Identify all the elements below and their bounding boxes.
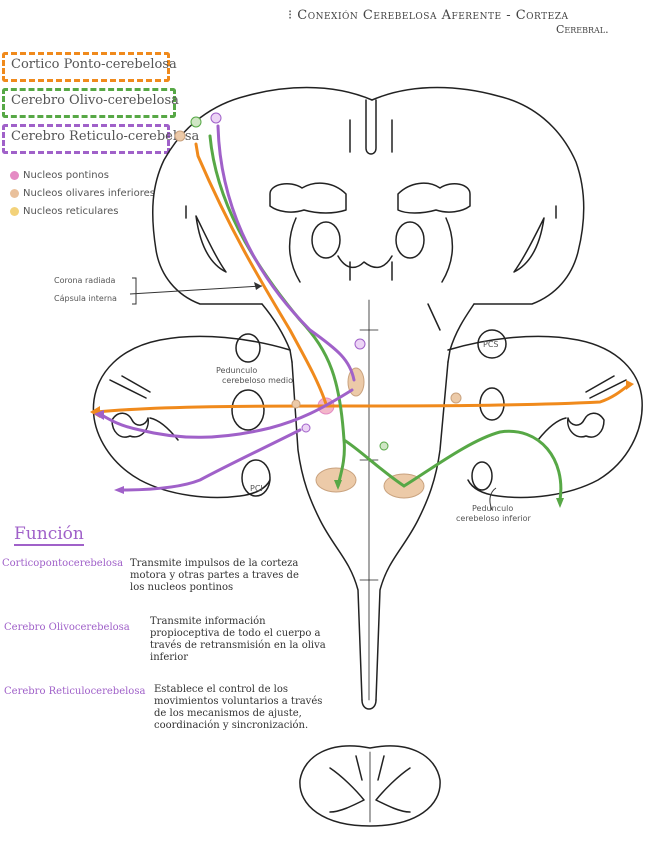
legend-olivo: Cerebro Olivo-cerebelosa bbox=[2, 88, 179, 118]
function-name-cortico: Corticopontocerebelosa bbox=[2, 558, 124, 569]
origin-markers bbox=[174, 112, 462, 451]
pathways bbox=[94, 124, 632, 502]
pointer-arrow-icon bbox=[254, 282, 262, 290]
green-arrowheads bbox=[334, 480, 564, 508]
diagram-title-line2: Cerebral. bbox=[556, 23, 609, 36]
pointer-line bbox=[129, 285, 263, 295]
legend-reticulo: Cerebro Reticulo-cerebelosa bbox=[2, 124, 199, 154]
label-pedunculo-inferior-2: cerebeloso inferior bbox=[456, 514, 531, 523]
orange-tract-descending bbox=[194, 142, 328, 406]
label-pcs: PCS bbox=[483, 340, 499, 349]
nuclei-key-olivares: Nucleos olivares inferiores bbox=[10, 188, 155, 199]
nuclei-key-reticulares: Nucleos reticulares bbox=[10, 206, 119, 217]
pci-pointer bbox=[489, 487, 497, 511]
brain-outline bbox=[92, 86, 643, 827]
reticular-dot-icon bbox=[10, 207, 19, 216]
green-tract-olive bbox=[342, 429, 563, 502]
green-tract-descending bbox=[208, 134, 346, 488]
function-desc-cortico: Transmite impulsos de la corteza motora … bbox=[130, 558, 299, 593]
function-desc-reticulo: Establece el control de los movimientos … bbox=[154, 684, 323, 731]
nuclei-key-pontinos: Nucleos pontinos bbox=[10, 170, 109, 181]
purple-tract-reticular bbox=[98, 388, 354, 439]
legend-cortico-ponto: Cortico Ponto-cerebelosa bbox=[2, 52, 177, 82]
label-pci: PCI bbox=[250, 484, 263, 493]
function-heading: Función bbox=[14, 524, 84, 546]
title-marker-icon: ⁝ bbox=[288, 8, 298, 23]
function-desc-olivo: Transmite información propioceptiva de t… bbox=[150, 616, 326, 663]
pontine-dot-icon bbox=[10, 171, 19, 180]
orange-tract-pons bbox=[94, 382, 632, 414]
nuclei-shapes bbox=[315, 367, 425, 499]
function-name-olivo: Cerebro Olivocerebelosa bbox=[4, 622, 130, 633]
purple-tract-lower bbox=[118, 428, 302, 492]
function-name-reticulo: Cerebro Reticulocerebelosa bbox=[4, 686, 146, 697]
purple-arrowheads bbox=[94, 410, 124, 494]
label-corona-radiada: Corona radiada bbox=[54, 276, 116, 285]
label-pedunculo-medio-2: cerebeloso medio bbox=[222, 376, 293, 385]
bracket-line bbox=[132, 277, 137, 305]
purple-tract-descending bbox=[216, 124, 356, 382]
label-pedunculo-medio-1: Pedunculo bbox=[216, 366, 258, 375]
label-capsula-interna: Cápsula interna bbox=[54, 294, 117, 303]
label-pedunculo-inferior-1: Pedunculo bbox=[472, 504, 514, 513]
diagram-title: ⁝ Conexión Cerebelosa Aferente - Corteza bbox=[288, 8, 569, 23]
olivary-dot-icon bbox=[10, 189, 19, 198]
